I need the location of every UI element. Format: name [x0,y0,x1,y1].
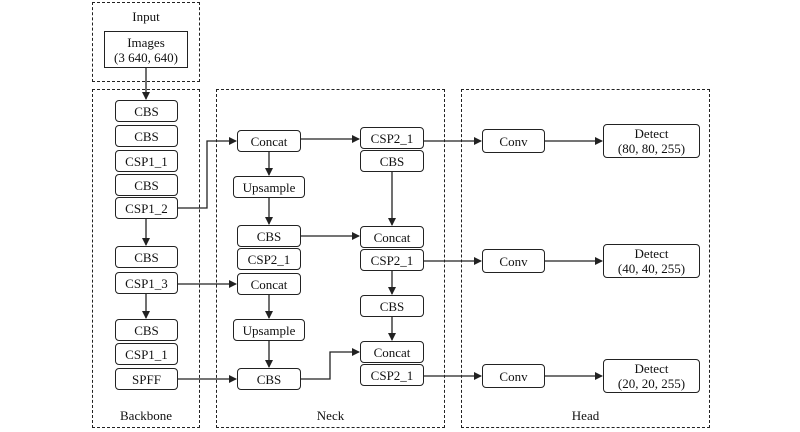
input-group-label: Input [132,9,160,24]
neck-concat-2: Concat [237,273,301,295]
head-detect-2: Detect (40, 40, 255) [603,244,700,278]
neck-concat-right-1: Concat [360,226,424,248]
neck-group-label: Neck [316,408,345,423]
backbone-csp1-2: CSP1_2 [115,197,178,219]
neck-concat-right-2: Concat [360,341,424,363]
head-detect-1: Detect (80, 80, 255) [603,124,700,158]
backbone-group-label: Backbone [120,408,172,423]
backbone-csp1-1: CSP1_1 [115,150,178,172]
head-group-label: Head [571,408,600,423]
backbone-cbs-1: CBS [115,100,178,122]
backbone-cbs-3: CBS [115,174,178,196]
head-conv-1: Conv [482,129,545,153]
neck-csp2-1-bottom: CSP2_1 [360,364,424,386]
neck-upsample-1: Upsample [233,176,305,198]
backbone-spff: SPFF [115,368,178,390]
neck-csp2-1-top: CSP2_1 [360,127,424,149]
neck-group: Neck [216,89,445,428]
neck-csp2-1-mid: CSP2_1 [360,249,424,271]
backbone-csp1-1b: CSP1_1 [115,343,178,365]
neck-concat-1: Concat [237,130,301,152]
neck-cbs-right-2: CBS [360,295,424,317]
images-input-block: Images (3 640, 640) [104,31,188,68]
backbone-cbs-2: CBS [115,125,178,147]
neck-cbs-right-1: CBS [360,150,424,172]
head-conv-3: Conv [482,364,545,388]
backbone-csp1-3: CSP1_3 [115,272,178,294]
head-detect-3: Detect (20, 20, 255) [603,359,700,393]
head-group: Head [461,89,710,428]
neck-cbs-2: CBS [237,368,301,390]
backbone-cbs-5: CBS [115,319,178,341]
neck-cbs-1: CBS [237,225,301,247]
head-conv-2: Conv [482,249,545,273]
neck-upsample-2: Upsample [233,319,305,341]
backbone-cbs-4: CBS [115,246,178,268]
neck-csp2-1-left: CSP2_1 [237,248,301,270]
